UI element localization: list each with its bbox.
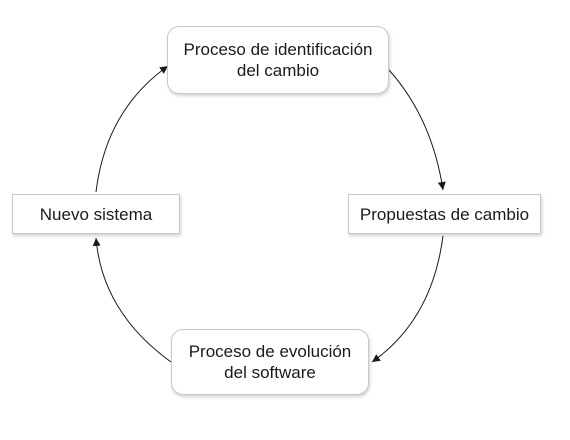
- node-software-evolution-process: Proceso de evolución del software: [171, 329, 369, 395]
- node-change-proposals: Propuestas de cambio: [348, 194, 541, 234]
- node-left-label: Nuevo sistema: [39, 204, 153, 224]
- node-bottom-line1: Proceso de evolución: [188, 342, 352, 361]
- edge-bottom-to-left: [92, 237, 172, 363]
- node-right-label: Propuestas de cambio: [359, 204, 530, 224]
- edge-left-to-top: [95, 65, 169, 193]
- node-new-system: Nuevo sistema: [12, 194, 180, 234]
- edge-right-to-bottom: [371, 235, 444, 363]
- node-top-line1: Proceso de identificación: [183, 40, 373, 59]
- node-bottom-line2: del software: [224, 363, 316, 382]
- node-change-identification-process: Proceso de identificación del cambio: [167, 26, 389, 94]
- node-top-line2: del cambio: [236, 61, 320, 80]
- edge-top-to-right: [388, 69, 446, 191]
